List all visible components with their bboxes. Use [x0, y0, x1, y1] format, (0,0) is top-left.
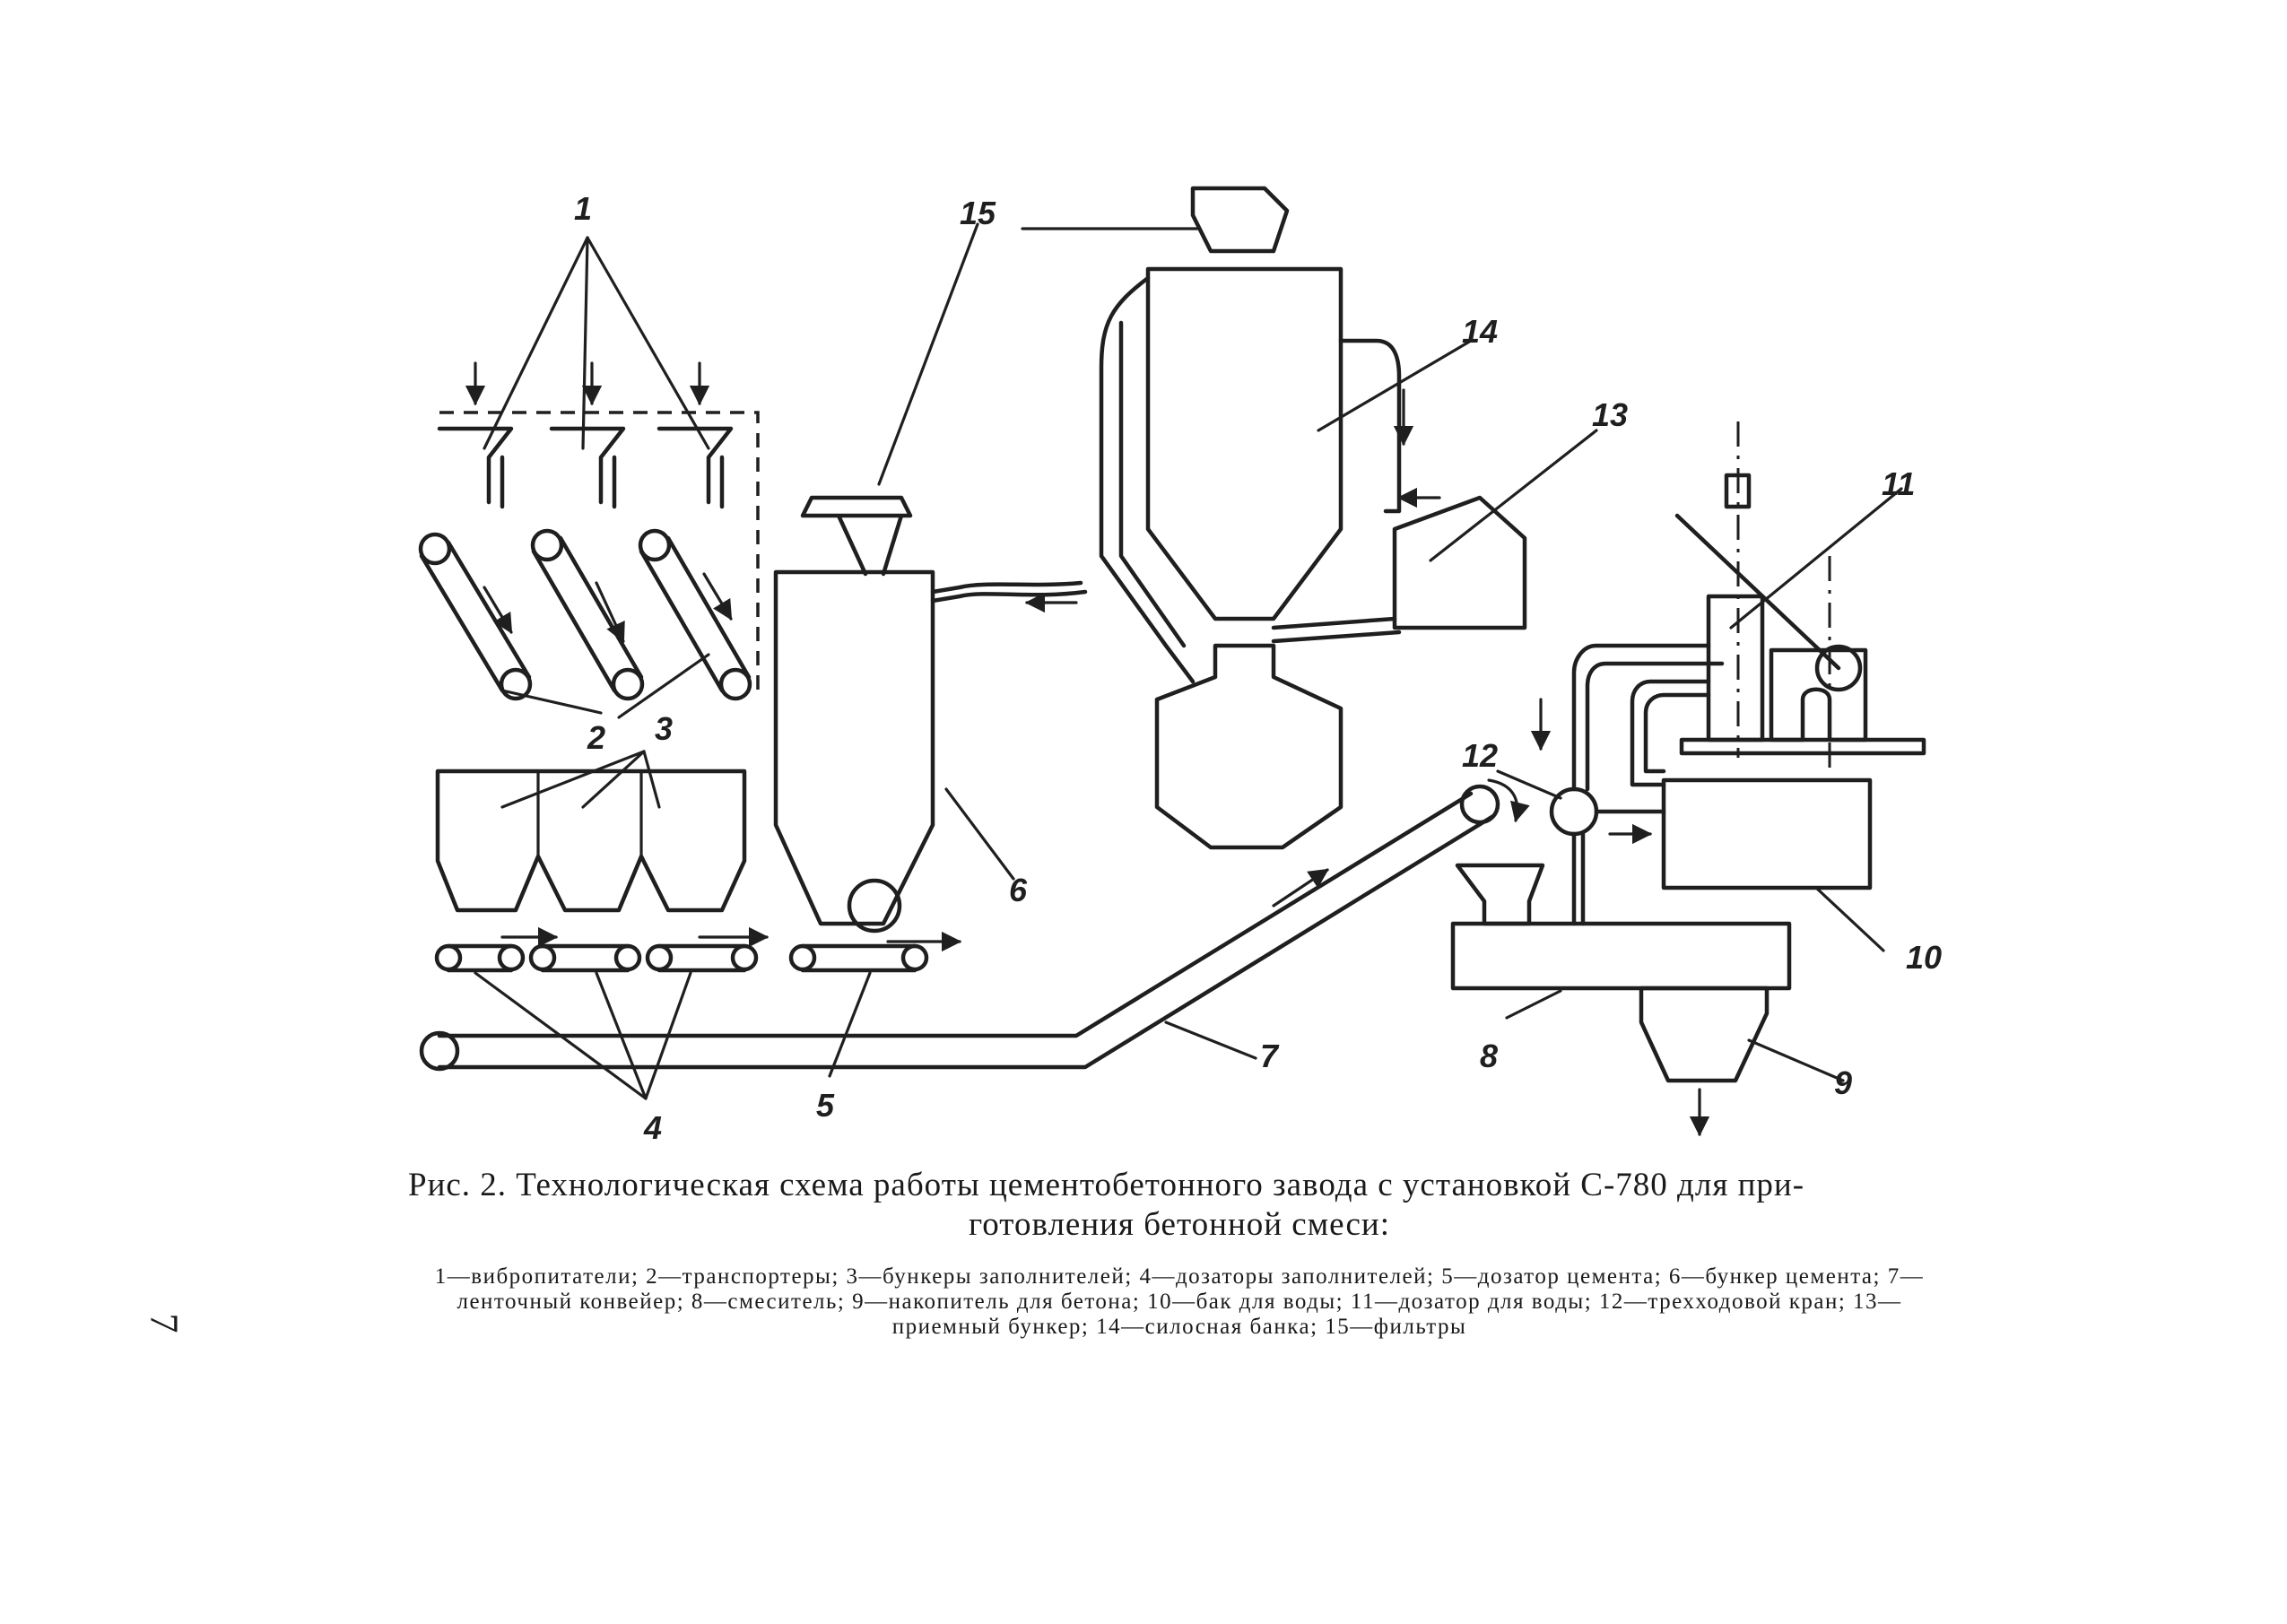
caption-title-line1: Рис. 2. Технологическая схема работы цем… — [408, 1167, 1805, 1203]
page-number: 7 — [142, 1313, 187, 1333]
callout-4: 4 — [643, 1109, 662, 1146]
callout-8: 8 — [1480, 1038, 1498, 1074]
dosers — [434, 926, 962, 1100]
callout-13: 13 — [1592, 396, 1628, 433]
callout-3: 3 — [655, 710, 673, 747]
callout-6: 6 — [1009, 872, 1028, 908]
callout-14: 14 — [1462, 313, 1498, 350]
water-system — [1496, 421, 1926, 952]
cement-bin — [773, 495, 1088, 934]
figure-caption: Рис. 2. Технологическая схема работы цем… — [408, 1166, 1951, 1340]
callout-15: 15 — [960, 195, 996, 231]
caption-legend: 1—вибропитатели; 2—транспортеры; 3—бунке… — [434, 1264, 1925, 1339]
callout-10: 10 — [1906, 939, 1942, 976]
callout-9: 9 — [1834, 1064, 1852, 1101]
caption-title-line2: готовления бетонной смеси: — [969, 1206, 1390, 1243]
callout-12: 12 — [1462, 737, 1498, 774]
callout-2: 2 — [587, 719, 605, 756]
caption-title: Рис. 2. Технологическая схема работы цем… — [408, 1166, 1951, 1245]
mixer-and-hopper — [1450, 863, 1845, 1137]
cement-silo — [877, 186, 1598, 850]
callout-1: 1 — [574, 190, 592, 227]
callout-7: 7 — [1260, 1038, 1280, 1074]
aggregate-bins — [435, 750, 747, 913]
callout-5: 5 — [816, 1087, 835, 1124]
belt-conveyor — [419, 778, 1530, 1072]
callout-11: 11 — [1882, 465, 1915, 502]
vibro-feeders — [437, 236, 760, 699]
callout-labels: 1 2 3 4 5 6 7 8 9 10 11 12 13 14 15 — [574, 190, 1942, 1146]
transporters — [418, 528, 752, 719]
